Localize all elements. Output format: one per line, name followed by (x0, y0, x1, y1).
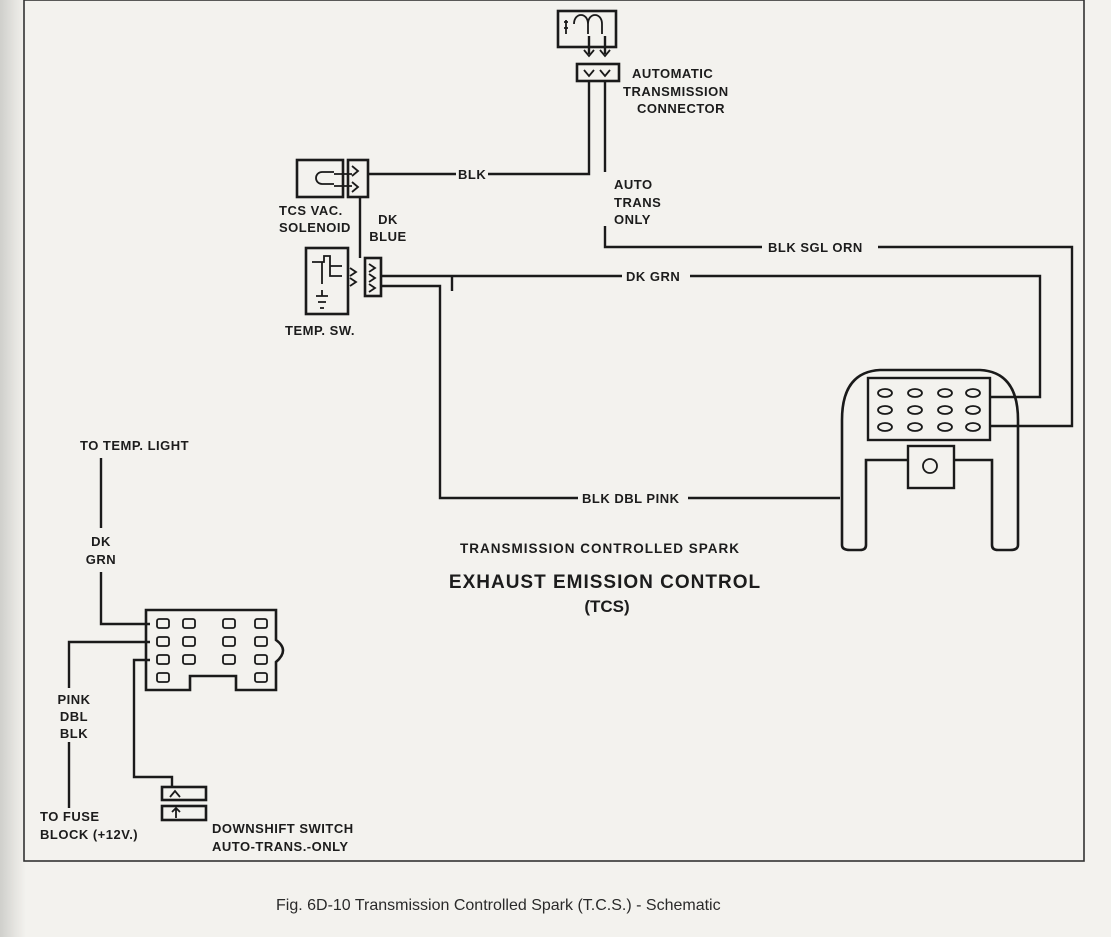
label-dk-left: DK (91, 534, 111, 549)
transmission-switch-symbol (556, 9, 618, 58)
label-blk-left: BLK (60, 726, 88, 741)
diagram-frame (23, 0, 1085, 862)
tcs-relay-connector (840, 368, 1020, 552)
label-to-temp-light: TO TEMP. LIGHT (80, 438, 189, 453)
tcs-vac-solenoid (295, 158, 370, 199)
wire-to-temp-light (99, 458, 150, 626)
label-auto: AUTO (614, 177, 653, 192)
temp-switch (304, 246, 383, 316)
wire-downshift (132, 658, 174, 787)
page-gutter-shadow (0, 0, 26, 937)
label-transmission: TRANSMISSION (623, 84, 729, 99)
fuse-block-connector (144, 608, 285, 692)
wire-pink-dbl-blk (67, 640, 150, 808)
label-dk-grn-top: DK GRN (626, 269, 680, 284)
label-blue: BLUE (369, 229, 406, 244)
label-blk: BLK (458, 167, 486, 182)
label-dbl: DBL (60, 709, 88, 724)
label-dk: DK (378, 212, 398, 227)
wire-blk-sgl-orn (603, 81, 1074, 428)
label-block-12v: BLOCK (+12V.) (40, 827, 138, 842)
label-downshift-switch: DOWNSHIFT SWITCH (212, 821, 354, 836)
wire-blk-dbl-pink (381, 284, 840, 500)
label-auto-trans-only: AUTO-TRANS.-ONLY (212, 839, 349, 854)
title-tcs: TRANSMISSION CONTROLLED SPARK (460, 541, 740, 556)
label-temp-sw: TEMP. SW. (285, 323, 355, 338)
label-connector: CONNECTOR (637, 101, 725, 116)
label-blk-dbl-pink: BLK DBL PINK (582, 491, 680, 506)
label-grn-left: GRN (86, 552, 116, 567)
label-solenoid: SOLENOID (279, 220, 351, 235)
label-blk-sgl-orn: BLK SGL ORN (768, 240, 863, 255)
label-trans: TRANS (614, 195, 661, 210)
label-automatic: AUTOMATIC (632, 66, 713, 81)
figure-caption: Fig. 6D-10 Transmission Controlled Spark… (276, 897, 721, 914)
title-exhaust-emission-control: EXHAUST EMISSION CONTROL (449, 572, 761, 593)
label-tcs-vac: TCS VAC. (279, 203, 343, 218)
wire-blk (368, 81, 591, 176)
automatic-transmission-connector (575, 62, 621, 83)
downshift-switch (160, 785, 208, 822)
label-pink: PINK (57, 692, 90, 707)
label-only: ONLY (614, 212, 651, 227)
label-to-fuse: TO FUSE (40, 809, 100, 824)
title-tcs-abbrev: (TCS) (584, 597, 629, 616)
